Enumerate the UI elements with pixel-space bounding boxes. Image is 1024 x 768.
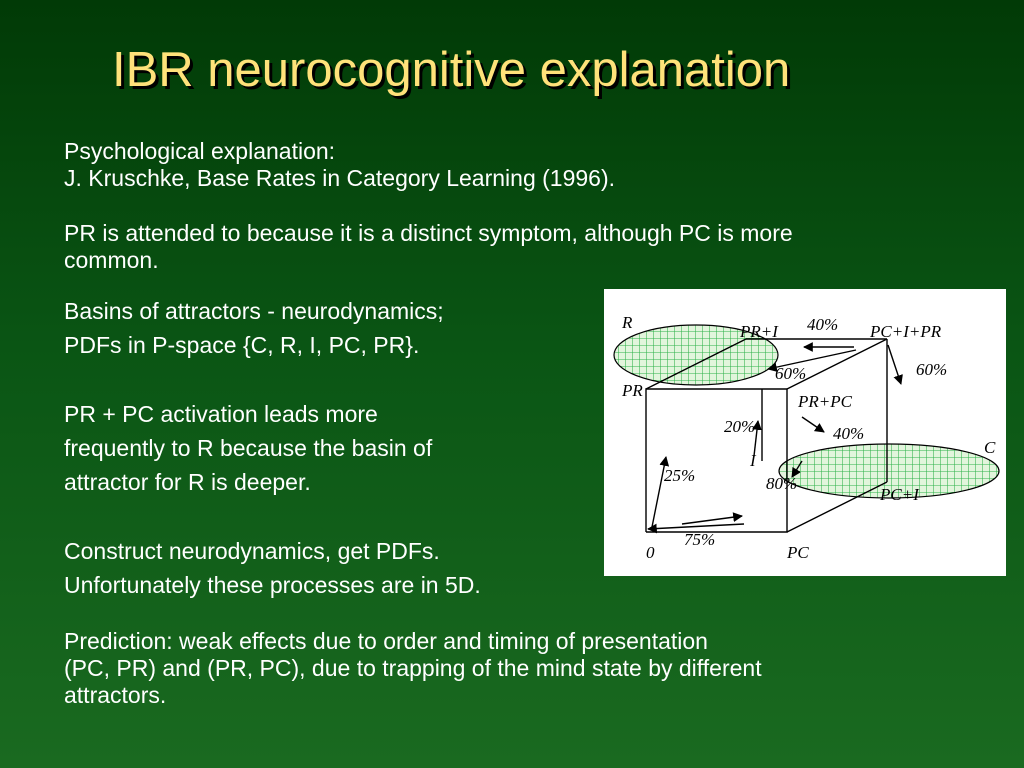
label-pct-40-top: 40% [807,315,838,334]
construct-block: Construct neurodynamics, get PDFs. Unfor… [64,534,481,602]
intro-line-2: J. Kruschke, Base Rates in Category Lear… [64,165,616,191]
label-pct-25: 25% [664,466,695,485]
attention-line-2: common. [64,247,159,273]
activation-line-2: frequently to R because the basin of [64,435,433,461]
prediction-line-2: (PC, PR) and (PR, PC), due to trapping o… [64,655,762,681]
cube-edges [645,338,888,533]
label-pct-40-mid: 40% [833,424,864,443]
label-pc-i: PC+I [879,485,920,504]
activation-block: PR + PC activation leads more frequently… [64,397,432,499]
label-pr-pc: PR+PC [797,392,853,411]
attention-block: PR is attended to because it is a distin… [64,220,793,274]
intro-line-1: Psychological explanation: [64,138,336,164]
basins-line-1: Basins of attractors - neurodynamics; [64,298,444,324]
basins-block: Basins of attractors - neurodynamics; PD… [64,294,444,362]
label-origin: 0 [646,543,655,562]
diagram-labels: R PR+I 40% PC+I+PR 60% PR 60% PR+PC 20% … [621,313,996,562]
label-pc-i-pr: PC+I+PR [869,322,942,341]
basins-line-2: PDFs in P-space {C, R, I, PC, PR}. [64,332,420,358]
activation-line-1: PR + PC activation leads more [64,401,378,427]
label-pct-60-mid: 60% [775,364,806,383]
label-pr: PR [621,381,643,400]
label-c: C [984,438,996,457]
attractor-cube-svg: R PR+I 40% PC+I+PR 60% PR 60% PR+PC 20% … [613,313,1000,562]
prediction-block: Prediction: weak effects due to order an… [64,628,762,709]
label-pc: PC [786,543,809,562]
label-pct-80: 80% [766,474,797,493]
label-pr-i: PR+I [739,322,779,341]
label-pct-75: 75% [684,530,715,549]
prediction-line-1: Prediction: weak effects due to order an… [64,628,708,654]
prediction-line-3: attractors. [64,682,167,708]
intro-block: Psychological explanation: J. Kruschke, … [64,138,615,192]
label-pct-60-right: 60% [916,360,947,379]
attention-line-1: PR is attended to because it is a distin… [64,220,793,246]
label-r: R [621,313,633,332]
slide-title: IBR neurocognitive explanation [112,43,791,97]
label-pct-20: 20% [724,417,755,436]
basin-c [778,443,1000,499]
attractor-cube-diagram: R PR+I 40% PC+I+PR 60% PR 60% PR+PC 20% … [604,289,1006,576]
basin-r [613,324,779,386]
transition-arrows [647,342,903,534]
construct-line-1: Construct neurodynamics, get PDFs. [64,538,440,564]
label-i: I [749,451,757,470]
activation-line-3: attractor for R is deeper. [64,469,311,495]
construct-line-2: Unfortunately these processes are in 5D. [64,572,481,598]
